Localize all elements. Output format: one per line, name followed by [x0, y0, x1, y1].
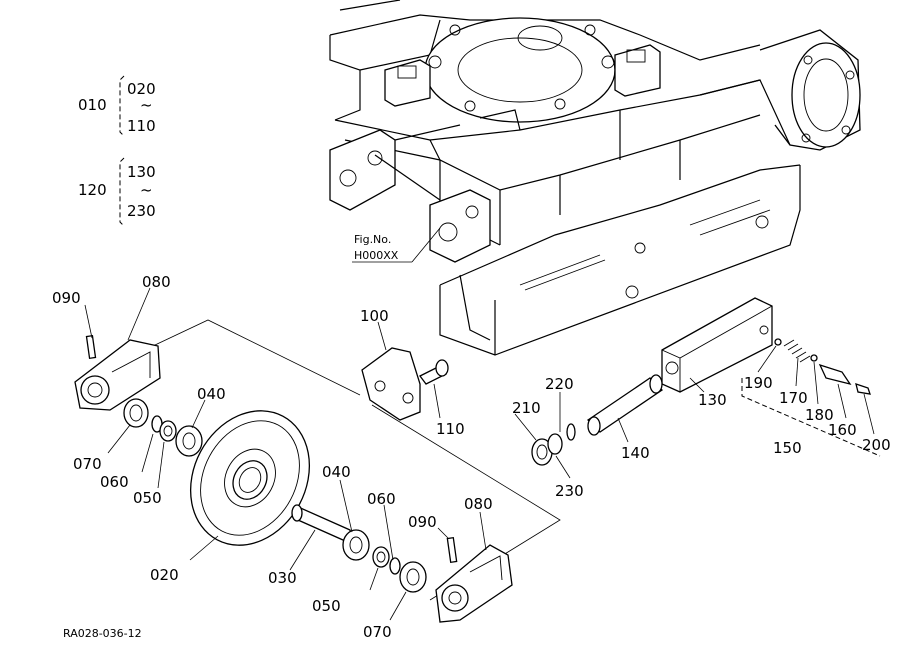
callout-210: 210: [512, 399, 541, 417]
callout-030: 030: [268, 569, 297, 587]
range-tilde-2: ~: [140, 181, 153, 199]
callout-190: 190: [744, 374, 773, 392]
callout-070-right: 070: [363, 623, 392, 641]
range-from-020: 020: [127, 80, 156, 98]
callout-080-right: 080: [464, 495, 493, 513]
track-frame: [329, 0, 861, 356]
callout-050-left: 050: [133, 489, 162, 507]
range-label-120: 120: [78, 181, 107, 199]
callout-050-right: 050: [312, 597, 341, 615]
fig-reference: Fig.No. H000XX: [352, 227, 441, 263]
callouts: 090 080 070 060 050 040 020 030 040 050 …: [52, 273, 891, 641]
tensioner-assembly: [531, 297, 881, 466]
callout-230: 230: [555, 482, 584, 500]
range-label-010: 010: [78, 96, 107, 114]
callout-110: 110: [436, 420, 465, 438]
callout-040-left: 040: [197, 385, 226, 403]
callout-040-right: 040: [322, 463, 351, 481]
idler-assembly: [74, 319, 561, 623]
range-to-110: 110: [127, 117, 156, 135]
callout-200: 200: [862, 436, 891, 454]
range-tilde-1: ~: [140, 96, 153, 114]
callout-140: 140: [621, 444, 650, 462]
callout-170: 170: [779, 389, 808, 407]
callout-060-right: 060: [367, 490, 396, 508]
callout-070-left: 070: [73, 455, 102, 473]
callout-130: 130: [698, 391, 727, 409]
callout-080-left: 080: [142, 273, 171, 291]
callout-090-right: 090: [408, 513, 437, 531]
callout-020: 020: [150, 566, 179, 584]
callout-220: 220: [545, 375, 574, 393]
range-from-130: 130: [127, 163, 156, 181]
callout-090-left: 090: [52, 289, 81, 307]
fig-number-value: H000XX: [354, 249, 399, 262]
drawing-reference-id: RA028-036-12: [63, 627, 142, 640]
callout-160: 160: [828, 421, 857, 439]
range-legend: 010 020 ~ 110 120 130 ~ 230: [78, 75, 156, 227]
callout-060-left: 060: [100, 473, 129, 491]
callout-180: 180: [805, 406, 834, 424]
range-to-230: 230: [127, 202, 156, 220]
fig-number-label: Fig.No.: [354, 233, 391, 246]
callout-100: 100: [360, 307, 389, 325]
leader-lines: [84, 287, 875, 621]
callout-150: 150: [773, 439, 802, 457]
